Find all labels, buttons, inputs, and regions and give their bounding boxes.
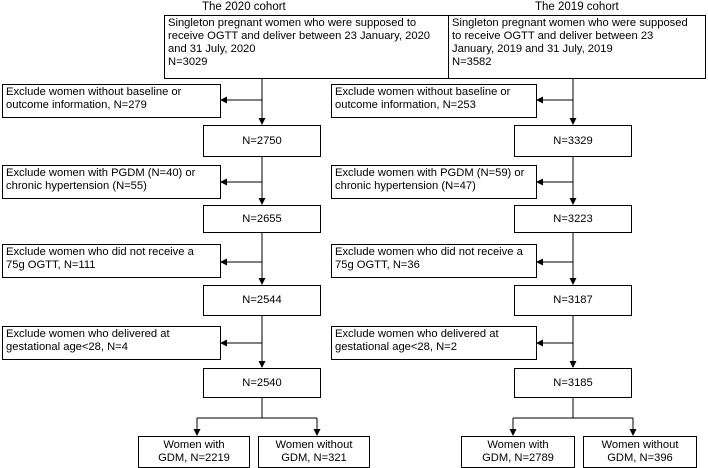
- right-top-line-3: January, 2019 and 31 July, 2019: [452, 43, 613, 55]
- right-n2-box: N=3223: [514, 205, 632, 233]
- right-n1-box: N=3329: [514, 125, 632, 157]
- left-cohort-title: The 2020 cohort: [202, 1, 286, 13]
- right-exclusion-3: Exclude women who did not receive a 75g …: [331, 244, 537, 278]
- left-top-line-1: Singleton pregnant women who were suppos…: [168, 17, 417, 29]
- left-exclusion-1: Exclude women without baseline or outcom…: [2, 84, 221, 118]
- left-gdm-box: Women with GDM, N=2219: [138, 436, 250, 468]
- left-top-box: Singleton pregnant women who were suppos…: [164, 15, 464, 79]
- right-no-gdm-box: Women without GDM, N=396: [583, 436, 697, 468]
- left-no-gdm-box: Women without GDM, N=321: [258, 436, 370, 468]
- right-exclusion-4: Exclude women who delivered at gestation…: [331, 326, 537, 360]
- left-n3-box: N=2544: [203, 285, 321, 316]
- left-top-line-3: and 31 July, 2020: [168, 43, 256, 55]
- left-exclusion-3: Exclude women who did not receive a 75g …: [2, 244, 221, 278]
- left-exclusion-2: Exclude women with PGDM (N=40) or chroni…: [2, 165, 221, 199]
- right-top-line-2: to receive OGTT and deliver between 23: [452, 30, 654, 42]
- left-n4-box: N=2540: [203, 368, 321, 398]
- left-top-line-4: N=3029: [168, 56, 208, 68]
- right-gdm-box: Women with GDM, N=2789: [461, 436, 575, 468]
- left-top-line-2: receive OGTT and deliver between 23 Janu…: [168, 30, 431, 42]
- right-n3-box: N=3187: [514, 285, 632, 316]
- left-n2-box: N=2655: [203, 205, 321, 233]
- right-cohort-title: The 2019 cohort: [535, 1, 619, 13]
- left-n1-box: N=2750: [203, 125, 321, 157]
- right-top-line-4: N=3582: [452, 56, 492, 68]
- right-top-box: Singleton pregnant women who were suppos…: [448, 15, 706, 79]
- left-exclusion-4: Exclude women who delivered at gestation…: [2, 326, 221, 360]
- right-n4-box: N=3185: [514, 368, 632, 398]
- right-exclusion-2: Exclude women with PGDM (N=59) or chroni…: [331, 165, 537, 199]
- right-top-line-1: Singleton pregnant women who were suppos…: [452, 17, 688, 29]
- right-exclusion-1: Exclude women without baseline or outcom…: [331, 84, 537, 118]
